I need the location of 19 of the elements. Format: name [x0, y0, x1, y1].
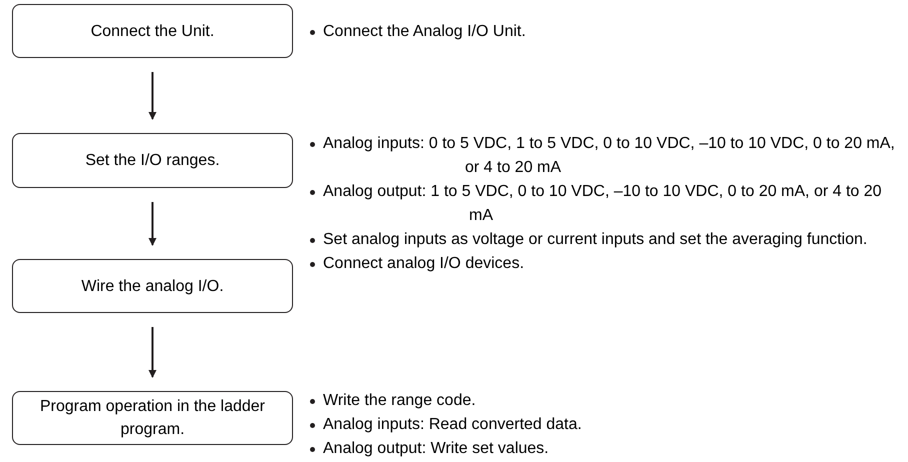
step-box — [12, 133, 293, 188]
step-text: Wire the analog I/O. — [81, 276, 224, 296]
step-note: Set analog inputs as voltage or current inputs and set the averaging function. — [323, 230, 868, 250]
step-note: Connect analog I/O devices. — [323, 254, 524, 274]
step-note: Analog inputs: 0 to 5 VDC, 1 to 5 VDC, 0 to 10 VDC, –10 to 10 VDC, 0 to 20 mA, or 4 to 20 mA — [323, 134, 896, 178]
arrow — [148, 72, 156, 120]
step-box — [12, 259, 293, 313]
step-text: Connect the Unit. — [90, 22, 214, 42]
step-text: Program operation in the ladder program. — [38, 397, 266, 440]
step-note: Analog output: 1 to 5 VDC, 0 to 10 VDC, –10 to 10 VDC, 0 to 20 mA, or 4 to 20 mA — [323, 182, 883, 226]
arrow — [148, 327, 156, 378]
step-text: Set the I/O ranges. — [85, 151, 220, 171]
step-note: Analog inputs: Read converted data. — [323, 415, 582, 435]
step-note: Write the range code. — [323, 391, 476, 411]
step-note: Connect the Analog I/O Unit. — [323, 22, 526, 42]
step-box — [12, 4, 293, 58]
arrow — [148, 202, 156, 246]
step-box — [12, 391, 293, 445]
step-note: Analog output: Write set values. — [323, 439, 549, 459]
